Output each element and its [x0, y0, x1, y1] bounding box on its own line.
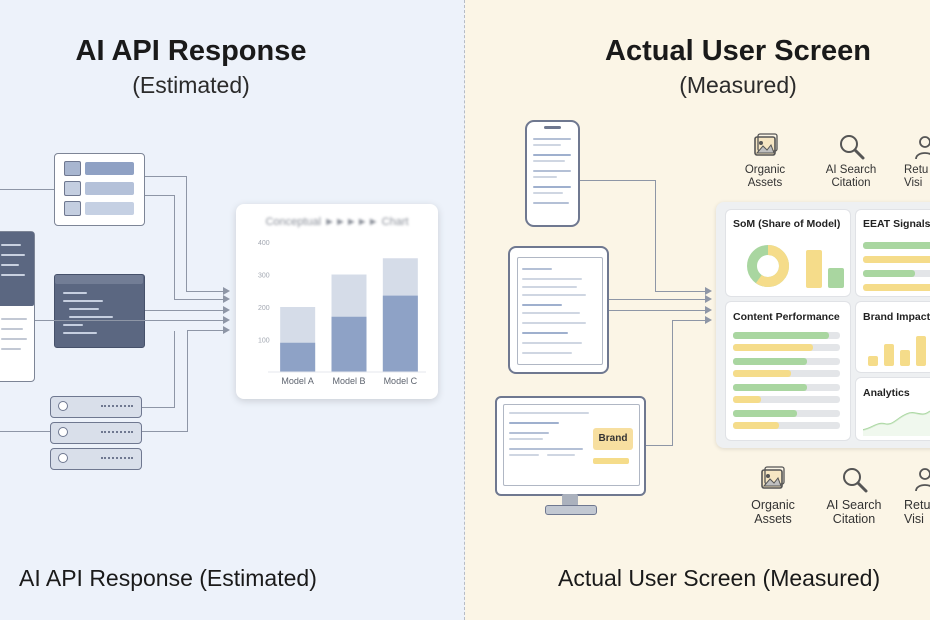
- bar-value: [331, 316, 367, 372]
- y-tick-label: 100: [258, 338, 270, 345]
- y-tick-label: 300: [258, 273, 270, 280]
- image-icon: [761, 466, 785, 489]
- search-icon: [843, 468, 868, 493]
- bar-value: [280, 342, 316, 372]
- left-caption: AI API Response (Estimated): [19, 565, 317, 591]
- y-tick-label: 200: [258, 305, 270, 312]
- left-title: AI API Response: [75, 35, 307, 67]
- server-unit-3: [50, 448, 142, 470]
- right-caption: Actual User Screen (Measured): [558, 565, 881, 591]
- left-subtitle: (Estimated): [132, 72, 250, 98]
- dashboard: SoM (Share of Model) EEAT Signals Conten…: [716, 202, 930, 448]
- content-performance-card: Content Performance: [726, 302, 850, 440]
- top-icon-label-3: Retu Visi: [904, 164, 929, 189]
- source-code-window: [54, 274, 145, 348]
- right-title: Actual User Screen: [605, 35, 871, 67]
- brand-badge: Brand: [593, 428, 633, 450]
- x-tick-label: Model A: [281, 376, 314, 386]
- som-card: SoM (Share of Model): [726, 210, 850, 296]
- right-subtitle: (Measured): [679, 72, 797, 98]
- eeat-card: EEAT Signals: [856, 210, 930, 296]
- x-tick-label: Model C: [384, 376, 418, 386]
- panel-divider: [464, 0, 465, 620]
- tablet-device: [508, 246, 609, 374]
- bottom-icon-label-1: Organic Assets: [751, 498, 795, 526]
- donut-chart: [747, 245, 789, 287]
- server-unit-2: [50, 422, 142, 444]
- top-icon-label-2: AI Search Citation: [825, 164, 877, 189]
- analytics-sparkline: [863, 410, 930, 436]
- source-table-card: [54, 153, 145, 226]
- user-icon: [915, 468, 930, 492]
- source-document: [0, 231, 35, 382]
- chart-title: Conceptual ►►►►► Chart: [265, 216, 409, 228]
- bottom-icon-label-3: Retu Visi: [904, 498, 930, 526]
- search-icon: [840, 135, 865, 160]
- analytics-card: Analytics: [856, 378, 930, 440]
- brand-impact-card: Brand Impact: [856, 302, 930, 372]
- top-icon-label-1: Organic Assets: [744, 164, 786, 189]
- phone-device: [525, 120, 580, 227]
- bottom-icon-label-2: AI Search Citation: [826, 498, 882, 526]
- user-icon: [915, 136, 930, 160]
- bar-value: [382, 295, 418, 372]
- server-unit-1: [50, 396, 142, 418]
- x-tick-label: Model B: [332, 376, 365, 386]
- image-icon: [754, 133, 778, 156]
- y-tick-label: 400: [258, 240, 270, 247]
